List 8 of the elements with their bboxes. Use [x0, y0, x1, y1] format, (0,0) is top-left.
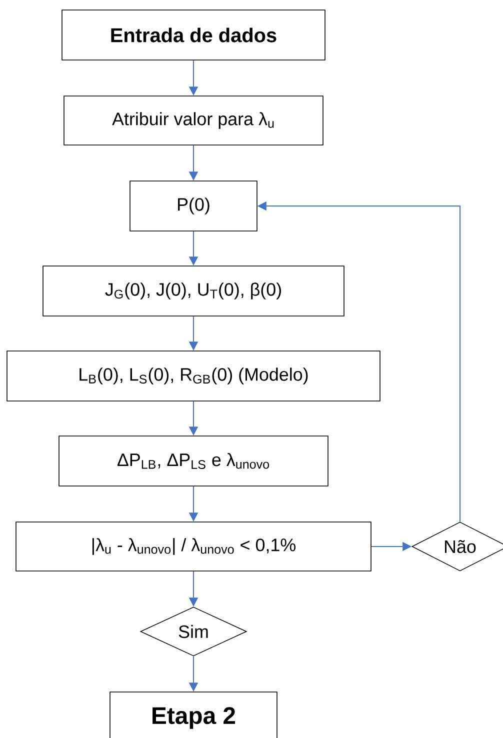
process-box: P(0) — [130, 180, 258, 232]
process-box: |λ$_{u}$ - λ$_{unovo}$| / λ$_{unovo}$ < 0,1% — [16, 522, 372, 572]
process-box: Atribuir valor para λ$_{u}$ — [64, 96, 324, 146]
process-box: ΔP$_{LB}$, ΔP$_{LS}$ e λ$_{unovo}$ — [58, 436, 328, 486]
process-box: Entrada de dados — [62, 10, 326, 60]
process-box: L$_{B}$(0), L$_{S}$(0), R$_{GB}$(0) (Modelo) — [6, 350, 380, 402]
process-box: J$_{G}$(0), J(0), U$_{T}$(0), β(0) — [42, 266, 344, 316]
process-box: Etapa 2 — [110, 692, 278, 738]
